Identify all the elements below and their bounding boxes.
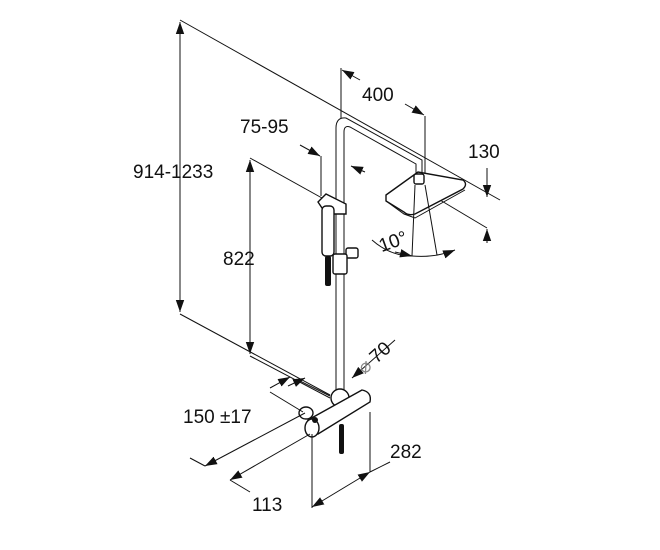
valve-width-label: 282 [390, 442, 422, 463]
inlet-spacing-label: 150 ±17 [183, 407, 252, 428]
holder-range-dimension [299, 144, 366, 196]
head-height-dimension [439, 168, 492, 243]
riser-pipe [335, 117, 423, 392]
total-height-label: 914-1233 [133, 162, 213, 183]
arm-length-label: 400 [362, 85, 394, 106]
shower-head [385, 171, 467, 219]
diameter-dimension [351, 339, 396, 379]
wall-distance-dimension [229, 433, 311, 493]
bar-height-label: 822 [223, 249, 255, 270]
hand-shower [317, 193, 359, 286]
arm-length-dimension [340, 68, 426, 175]
spray-angle-dimension [371, 184, 456, 259]
valve-width-dimension [311, 412, 391, 508]
total-height-dimension [175, 19, 501, 396]
spray-angle-label: 10° [376, 227, 410, 257]
bar-height-dimension [245, 157, 331, 399]
thermostat-valve [298, 388, 372, 454]
holder-range-label: 75-95 [240, 117, 289, 138]
wall-distance-label: 113 [252, 495, 282, 516]
diameter-label: 70 [366, 338, 396, 368]
head-height-label: 130 [468, 142, 500, 163]
diameter-label-group: ⌀ 70 [354, 338, 396, 378]
inlet-spacing-dimension [189, 376, 331, 467]
